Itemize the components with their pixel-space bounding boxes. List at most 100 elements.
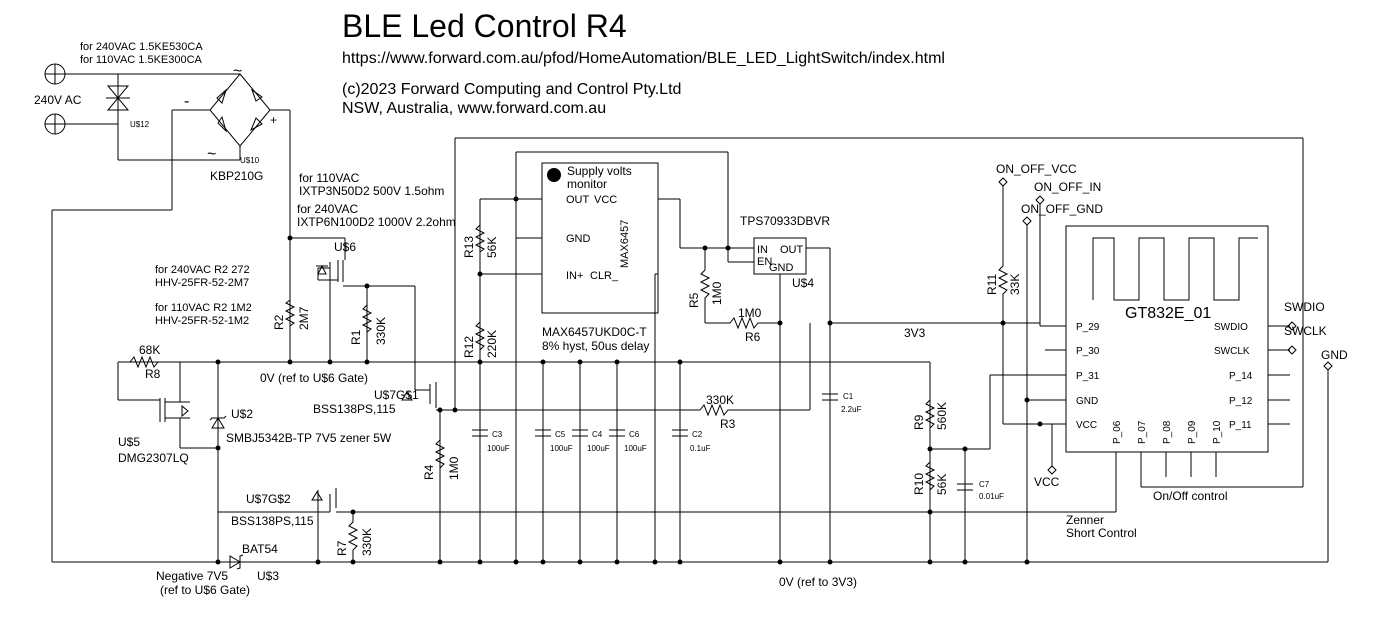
r1-name: R1	[349, 329, 363, 345]
zero-v-3v3-label: 0V (ref to 3V3)	[779, 575, 857, 589]
r11-symbol	[997, 265, 1009, 424]
reg-gnd-pin: GND	[769, 262, 794, 274]
u7g1-mosfet	[401, 382, 455, 562]
module-bottom-pin: P_08	[1162, 420, 1173, 444]
max-out-pin: OUT	[566, 194, 590, 206]
r3-value: 330K	[706, 393, 734, 407]
on-off-gnd-label: ON_OFF_GND	[1021, 202, 1103, 216]
module-right-pin: P_12	[1229, 396, 1253, 407]
u7g1-part: BSS138PS,115	[313, 402, 396, 416]
module-left-pin: GND	[1076, 396, 1098, 407]
r1-value: 330K	[374, 317, 388, 345]
c5-value: 100uF	[550, 444, 573, 453]
r5-symbol	[699, 269, 711, 323]
module-bottom-pin: P_10	[1212, 420, 1223, 444]
schematic-url[interactable]: https://www.forward.com.au/pfod/HomeAuto…	[342, 50, 945, 67]
u2-part: SMBJ5342B-TP 7V5 zener 5W	[226, 431, 392, 445]
ac-input-label: 240V AC	[34, 93, 82, 107]
c5-name: C5	[555, 430, 566, 439]
r3-symbol	[699, 403, 810, 417]
r1-symbol	[361, 304, 373, 333]
u2-zener	[209, 359, 227, 562]
module-bottom-pin: P_06	[1112, 420, 1123, 444]
bridge-minus: -	[184, 93, 189, 110]
r6-name: R6	[745, 330, 761, 344]
r6-symbol	[705, 316, 780, 330]
c6-value: 100uF	[624, 444, 647, 453]
r13-value: 56K	[485, 237, 499, 258]
u12-label: U$12	[130, 120, 150, 129]
r2-110-note: for 110VAC R2 1M2	[155, 302, 252, 314]
max-chip-name: MAX6457	[619, 220, 631, 268]
r10-name: R10	[912, 473, 926, 495]
r9-value: 560K	[935, 402, 949, 430]
r3-name: R3	[720, 417, 736, 431]
u7g2-mosfet	[218, 488, 930, 562]
module-left-pin: P_30	[1076, 346, 1100, 357]
supervisor-sub: monitor	[567, 177, 607, 191]
u3-label: U$3	[257, 569, 279, 583]
bridge-part: KBP210G	[210, 169, 263, 183]
r12-value: 220K	[485, 330, 499, 358]
c3-name: C3	[492, 430, 503, 439]
r13-symbol	[474, 224, 486, 253]
zener-control-line2: Short Control	[1066, 526, 1137, 540]
r7-value: 330K	[360, 528, 374, 556]
module-left-pin: P_31	[1076, 371, 1100, 382]
fet-240-part: IXTP6N100D2 1000V 2.2ohm	[297, 215, 456, 229]
module-pin-stubs	[930, 321, 1333, 562]
schematic-copyright: (c)2023 Forward Computing and Control Pt…	[342, 81, 681, 98]
module-left-pin: VCC	[1076, 420, 1097, 431]
bridge-plus: +	[270, 113, 277, 127]
c6-name: C6	[629, 430, 640, 439]
c2-name: C2	[692, 430, 703, 439]
gt832e-module: GT832E_01	[1065, 225, 1269, 453]
r8-name: R8	[145, 367, 161, 381]
schematic-location: NSW, Australia, www.forward.com.au	[342, 100, 606, 117]
max-in-pin: IN+	[566, 270, 583, 282]
module-bottom-pin: P_07	[1137, 420, 1148, 444]
u5-part: DMG2307LQ	[118, 451, 189, 465]
on-off-vcc-label: ON_OFF_VCC	[996, 162, 1077, 176]
c1-value: 2.2uF	[841, 405, 862, 414]
u5-label: U$5	[118, 435, 140, 449]
ac-input: 240V AC	[34, 63, 82, 135]
tps70933-regulator: IN OUT EN GND	[753, 237, 807, 275]
r11-value: 33K	[1008, 274, 1022, 295]
gnd-pin-label: GND	[1321, 348, 1348, 362]
reg-en-pin: EN	[757, 256, 772, 268]
u7g2-label: U$7G$2	[246, 492, 291, 506]
max-gnd-pin: GND	[566, 233, 591, 245]
on-off-in-label: ON_OFF_IN	[1034, 180, 1101, 194]
r4-symbol	[434, 439, 446, 469]
r7-name: R7	[335, 540, 349, 556]
c2-value: 0.1uF	[690, 444, 711, 453]
max6457-ic: Supply volts monitor OUT VCC GND IN+ CLR…	[541, 162, 659, 314]
u5-mosfet	[117, 362, 218, 449]
module-right-pin: SWDIO	[1214, 322, 1248, 333]
r10-value: 56K	[935, 474, 949, 495]
max-desc: 8% hyst, 50us delay	[542, 339, 649, 353]
vcc-pin-label: VCC	[1034, 475, 1060, 489]
negative-7v5-label: Negative 7V5	[156, 569, 228, 583]
capacitor-bank	[472, 359, 688, 562]
bridge-ac-top: ~	[233, 63, 242, 80]
reg-in-pin: IN	[757, 244, 768, 256]
u4-label: U$4	[792, 276, 814, 290]
fet-110-note: for 110VAC	[299, 171, 360, 185]
u7g2-part: BSS138PS,115	[231, 514, 314, 528]
r4-value: 1M0	[447, 456, 461, 480]
r11-name: R11	[985, 274, 999, 295]
c7-name: C7	[979, 480, 990, 489]
r2-110-part: HHV-25FR-52-1M2	[155, 315, 249, 327]
module-right-pin: SWCLK	[1214, 346, 1250, 357]
r9-symbol	[924, 399, 936, 429]
reg-part: TPS70933DBVR	[740, 214, 830, 228]
max-clr-pin: CLR_	[590, 270, 619, 282]
c1-name: C1	[843, 392, 854, 401]
r6-value: 1M0	[738, 306, 762, 320]
negative-7v5-ref: (ref to U$6 Gate)	[160, 583, 250, 597]
r5-name: R5	[687, 292, 701, 308]
r8-value: 68K	[139, 343, 160, 357]
